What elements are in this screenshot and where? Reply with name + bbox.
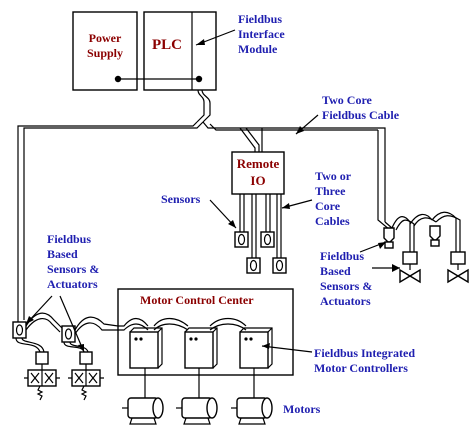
two-core-cable-label: Two Core Fieldbus Cable <box>295 93 400 135</box>
fieldbus-cable <box>17 89 386 322</box>
remote-io-sensors <box>234 194 287 274</box>
left-actuator-2 <box>68 351 104 401</box>
right-fieldbus-sensors-label: Fieldbus Based Sensors & Actuators <box>320 241 400 308</box>
right-sensor-2 <box>429 225 441 247</box>
svg-text:Actuators: Actuators <box>47 277 98 291</box>
svg-text:Fieldbus: Fieldbus <box>47 232 91 246</box>
motor-controller-1 <box>129 327 163 369</box>
motor-control-center: Motor Control Center <box>117 288 294 376</box>
svg-text:Sensors: Sensors <box>161 192 201 206</box>
remote-io-block: Remote IO <box>231 151 285 195</box>
left-sensor-2 <box>61 325 76 343</box>
svg-text:Fieldbus Cable: Fieldbus Cable <box>322 108 400 122</box>
motor-1 <box>122 397 164 425</box>
right-valve-1 <box>399 251 421 284</box>
svg-text:Module: Module <box>238 42 278 56</box>
svg-text:Actuators: Actuators <box>320 294 371 308</box>
svg-text:Based: Based <box>47 247 78 261</box>
svg-text:Fieldbus: Fieldbus <box>320 249 364 263</box>
svg-text:Fieldbus Integrated: Fieldbus Integrated <box>314 346 415 360</box>
motors: Motors <box>122 368 321 425</box>
svg-text:Based: Based <box>320 264 351 278</box>
plc-block: PLC <box>143 11 217 91</box>
motor-controller-2 <box>184 327 218 369</box>
power-supply-label-2: Supply <box>87 46 123 60</box>
sensor-4 <box>272 257 287 274</box>
left-actuator-1 <box>24 351 60 401</box>
right-valve-2 <box>447 251 469 284</box>
left-sensor-1 <box>12 321 27 339</box>
sensors-label: Sensors <box>161 192 237 229</box>
svg-text:Cables: Cables <box>315 214 350 228</box>
fb-motor-controllers-label: Fieldbus Integrated Motor Controllers <box>261 343 415 375</box>
svg-text:Motor Controllers: Motor Controllers <box>314 361 408 375</box>
svg-text:Motor Control Center: Motor Control Center <box>140 293 254 307</box>
power-supply-block: Power Supply <box>72 11 138 91</box>
motors-label: Motors <box>283 402 321 416</box>
sensor-3 <box>246 257 261 274</box>
left-fieldbus-sensors-label: Fieldbus Based Sensors & Actuators <box>25 232 99 353</box>
power-supply-label-1: Power <box>89 31 122 45</box>
two-three-core-label: Two or Three Core Cables <box>281 169 352 228</box>
svg-text:IO: IO <box>250 173 265 188</box>
motor-3 <box>231 397 273 425</box>
svg-text:Sensors &: Sensors & <box>320 279 372 293</box>
right-sensor-1 <box>383 227 395 249</box>
svg-text:Interface: Interface <box>238 27 285 41</box>
svg-text:Two or: Two or <box>315 169 352 183</box>
power-connection <box>114 75 203 83</box>
sensor-2 <box>260 231 275 248</box>
fieldbus-interface-module-label: Fieldbus Interface Module <box>195 12 285 56</box>
svg-text:Core: Core <box>315 199 341 213</box>
sensor-1 <box>234 231 249 248</box>
svg-text:Two Core: Two Core <box>322 93 373 107</box>
motor-2 <box>176 397 218 425</box>
right-field-devices <box>377 130 469 284</box>
svg-text:Remote: Remote <box>237 156 280 171</box>
svg-text:Sensors &: Sensors & <box>47 262 99 276</box>
left-field-devices <box>12 312 119 401</box>
svg-text:Three: Three <box>315 184 346 198</box>
plc-label: PLC <box>152 37 182 53</box>
svg-text:Fieldbus: Fieldbus <box>238 12 282 26</box>
